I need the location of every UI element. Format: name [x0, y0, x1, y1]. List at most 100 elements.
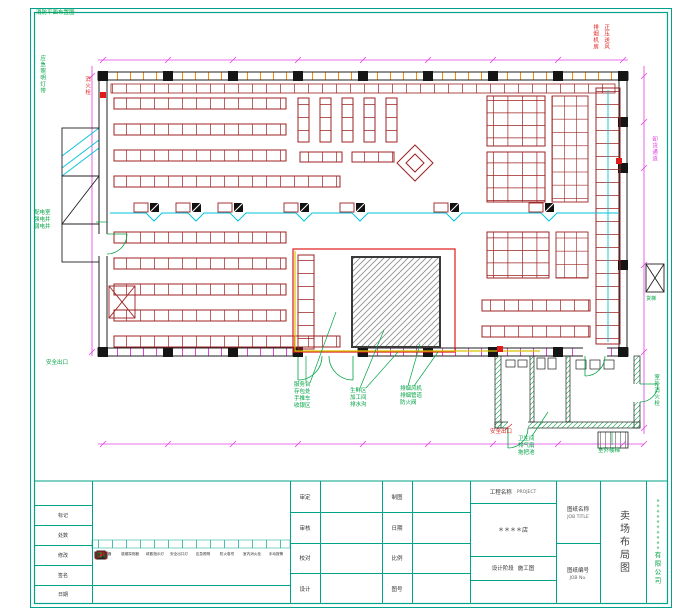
annotation-exit-bottom: 安全出口 — [490, 429, 513, 435]
annotation-unloading: 卸货通道 — [651, 136, 658, 162]
tb-stage: 设计阶段 施工图 — [470, 556, 556, 580]
tb-staff-label: 校对 — [299, 556, 311, 562]
legend-label: 应急照明 — [195, 551, 211, 556]
tb-staff-label: 审定 — [299, 494, 311, 501]
tb-divider — [34, 525, 92, 526]
tb-divider — [600, 481, 601, 604]
freight-elevator — [645, 263, 665, 293]
stairwell — [108, 285, 136, 319]
annotation-pressurized-air: 正压送风 — [603, 24, 610, 50]
tb-divider — [470, 503, 556, 504]
tb-rev-row: 标记 — [57, 512, 68, 519]
annotation-smoke-exhaust: 排烟风机 排烟管道 防火阀 — [400, 386, 423, 407]
tb-divider — [470, 481, 471, 604]
tb-divider — [556, 481, 557, 604]
tb-project-label: 工程名称 PROJECT — [470, 481, 556, 503]
annotation-sheet-note: 消防平面布置图 — [36, 10, 75, 16]
legend-label: 安全出口灯 — [169, 551, 188, 556]
legend-label: 感烟探测器 — [121, 551, 140, 556]
tb-staff-label: 设计 — [299, 586, 311, 593]
name-label-text: 图纸名称 — [566, 506, 589, 513]
tb-divider — [646, 481, 647, 604]
tb-staff-label: 图号 — [391, 586, 403, 593]
annotation-electrical: 配电室 强电井 弱电井 — [34, 210, 51, 231]
structural-columns — [98, 71, 628, 357]
hydrant-markers — [100, 92, 622, 352]
company-name-text: **********有限公司 — [653, 499, 661, 586]
perimeter-shelf — [110, 83, 616, 94]
tb-divider — [470, 556, 556, 557]
tb-staff-label: 审核 — [299, 525, 311, 532]
tb-divider — [34, 505, 92, 506]
tb-name-cell: 图纸名称 JOB TITLE — [556, 481, 600, 543]
tb-divider — [290, 573, 470, 574]
tb-divider — [92, 481, 93, 604]
legend-item: 手动报警 — [96, 549, 288, 583]
annotation-smoke-fan-room: 排烟机房 — [592, 24, 599, 50]
tb-divider — [556, 543, 600, 544]
project-sub-text: PROJECT — [516, 489, 537, 495]
legend-item: 疏散指示灯 — [95, 549, 167, 583]
tb-divider — [470, 580, 556, 581]
gondola-shelves-horizontal — [113, 97, 591, 348]
number-sub-text: JOB No. — [569, 576, 587, 581]
annotation-toilet: 卫生间 排气扇 拖把池 — [518, 436, 535, 457]
project-label-text: 工程名称 — [489, 490, 512, 496]
promo-diamond — [396, 144, 434, 182]
tb-divider — [290, 512, 470, 513]
legend-item: 应急照明 — [98, 549, 215, 583]
tb-project-value: ＊＊＊＊店 — [497, 527, 528, 534]
annotation-outdoor-stair: 室外楼梯 — [598, 448, 621, 454]
annotation-leaders — [96, 221, 613, 445]
checkout-line — [110, 202, 618, 222]
left-vestibule — [61, 127, 128, 263]
legend-label: 手动报警 — [268, 551, 284, 556]
annotation-hydrant-left: 消火栓 — [84, 76, 91, 96]
tb-staff-label: 制图 — [391, 494, 403, 501]
tb-drawing-title: 卖场布局图 — [600, 481, 646, 604]
tb-divider — [290, 481, 291, 604]
legend-label: 防火卷帘 — [220, 551, 235, 556]
tb-rev-row: 处数 — [57, 532, 68, 539]
small-cell-grids — [551, 95, 589, 279]
tb-rev-row: 签名 — [57, 572, 68, 579]
tb-divider — [34, 565, 92, 566]
annotation-exit-left: 安全出口 — [46, 360, 69, 366]
tb-divider — [412, 481, 413, 604]
tb-divider — [320, 481, 321, 604]
cyan-details — [61, 90, 609, 342]
stage-value-text: 施工图 — [517, 566, 535, 572]
tb-number-cell: 图纸编号 JOB No. — [556, 543, 600, 604]
tb-rev-row: 修改 — [57, 552, 68, 559]
tb-divider — [92, 585, 290, 586]
drawing-title-text: 卖场布局图 — [617, 510, 629, 575]
tb-divider — [290, 543, 470, 544]
sheet-frame — [30, 8, 672, 608]
tb-rev-row: 日期 — [57, 592, 68, 598]
legend-item: 室内消火栓 — [95, 549, 264, 583]
tb-divider — [382, 481, 383, 604]
tb-company: **********有限公司 — [646, 481, 668, 604]
legend-label: 疏散指示灯 — [145, 551, 164, 556]
legend-item: 感烟探测器 — [96, 549, 142, 583]
central-zone — [292, 248, 540, 353]
tb-staff-label: 比例 — [391, 556, 403, 562]
legend-row: 灭火器 感烟探测器 疏散指示灯 安全出口灯 应急照明 防火卷帘 室内消火栓 手动… — [94, 549, 288, 583]
annotation-emergency-light: 应急照明灯带 — [39, 55, 46, 94]
tb-divider — [34, 585, 92, 586]
entrance-doors — [297, 355, 354, 381]
number-label-text: 图纸编号 — [566, 568, 589, 574]
annotation-outdoor-hydrant: 室外消火栓 — [653, 374, 660, 407]
manual-alarm-icon — [96, 550, 106, 560]
legend-item: 防火卷帘 — [94, 549, 239, 583]
tb-staff-label: 日期 — [391, 525, 403, 532]
name-sub-text: JOB TITLE — [567, 514, 589, 520]
toilet-extension — [494, 347, 659, 449]
annotation-service-area: 服务台 存包处 手推车 收银区 — [294, 382, 311, 410]
legend-scale-strip — [91, 539, 291, 549]
annotation-fresh-area: 生鲜区 加工间 排水沟 — [350, 388, 367, 409]
red-leader — [504, 423, 513, 431]
annotation-freight-elevator: 货梯 — [646, 296, 657, 302]
tb-divider — [34, 545, 92, 546]
